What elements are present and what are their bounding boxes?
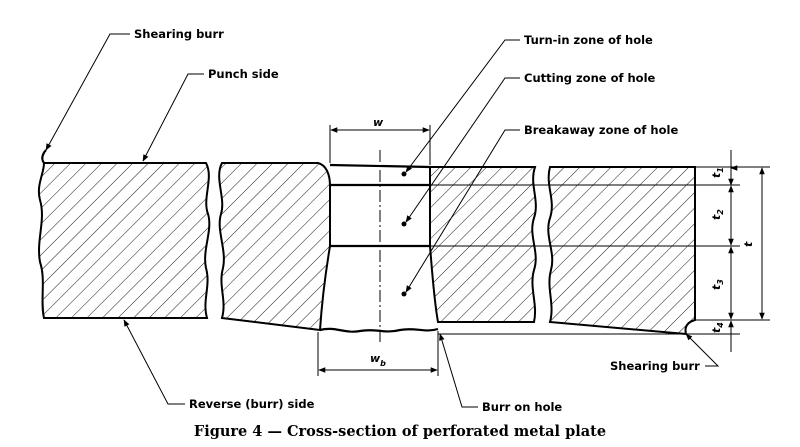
leader-reverse-side — [123, 319, 185, 405]
plate-section-left — [37, 162, 211, 319]
label-shearing-burr-bottom: Shearing burr — [610, 359, 700, 373]
cutting-dot — [401, 221, 407, 227]
figure-caption: Figure 4 — Cross-section of perforated m… — [194, 423, 606, 440]
w-label: w — [373, 116, 384, 129]
label-turn-in-zone: Turn-in zone of hole — [524, 33, 653, 47]
t4-label: t4 — [710, 322, 725, 333]
label-breakaway-zone: Breakaway zone of hole — [524, 123, 678, 137]
label-shearing-burr-top: Shearing burr — [134, 27, 224, 41]
t2-label: t2 — [710, 209, 725, 220]
hole-bottom-edge — [319, 327, 439, 333]
leader-shearing-burr-bottom — [685, 333, 720, 367]
leader-punch-side — [142, 73, 204, 162]
leader-cutting — [405, 77, 520, 223]
breakaway-dot — [401, 291, 407, 297]
turn-in-dot — [401, 171, 407, 177]
leader-burr-on-hole — [439, 333, 478, 408]
leader-turn-in — [405, 39, 520, 173]
plate-section-middle-right — [429, 166, 537, 323]
t-label: t — [742, 241, 755, 247]
leader-shearing-burr-top — [45, 33, 130, 151]
t3-label: t3 — [710, 279, 725, 290]
leader-breakaway — [405, 129, 520, 293]
label-punch-side: Punch side — [208, 67, 279, 81]
plate-section-middle-left — [218, 162, 331, 332]
wb-label: wb — [370, 352, 386, 368]
label-reverse-side: Reverse (burr) side — [189, 397, 315, 411]
t1-label: t1 — [710, 167, 725, 178]
shearing-burr-top — [41, 149, 47, 164]
plate-section-right — [547, 166, 696, 336]
label-burr-on-hole: Burr on hole — [482, 400, 562, 414]
label-cutting-zone: Cutting zone of hole — [524, 71, 656, 85]
